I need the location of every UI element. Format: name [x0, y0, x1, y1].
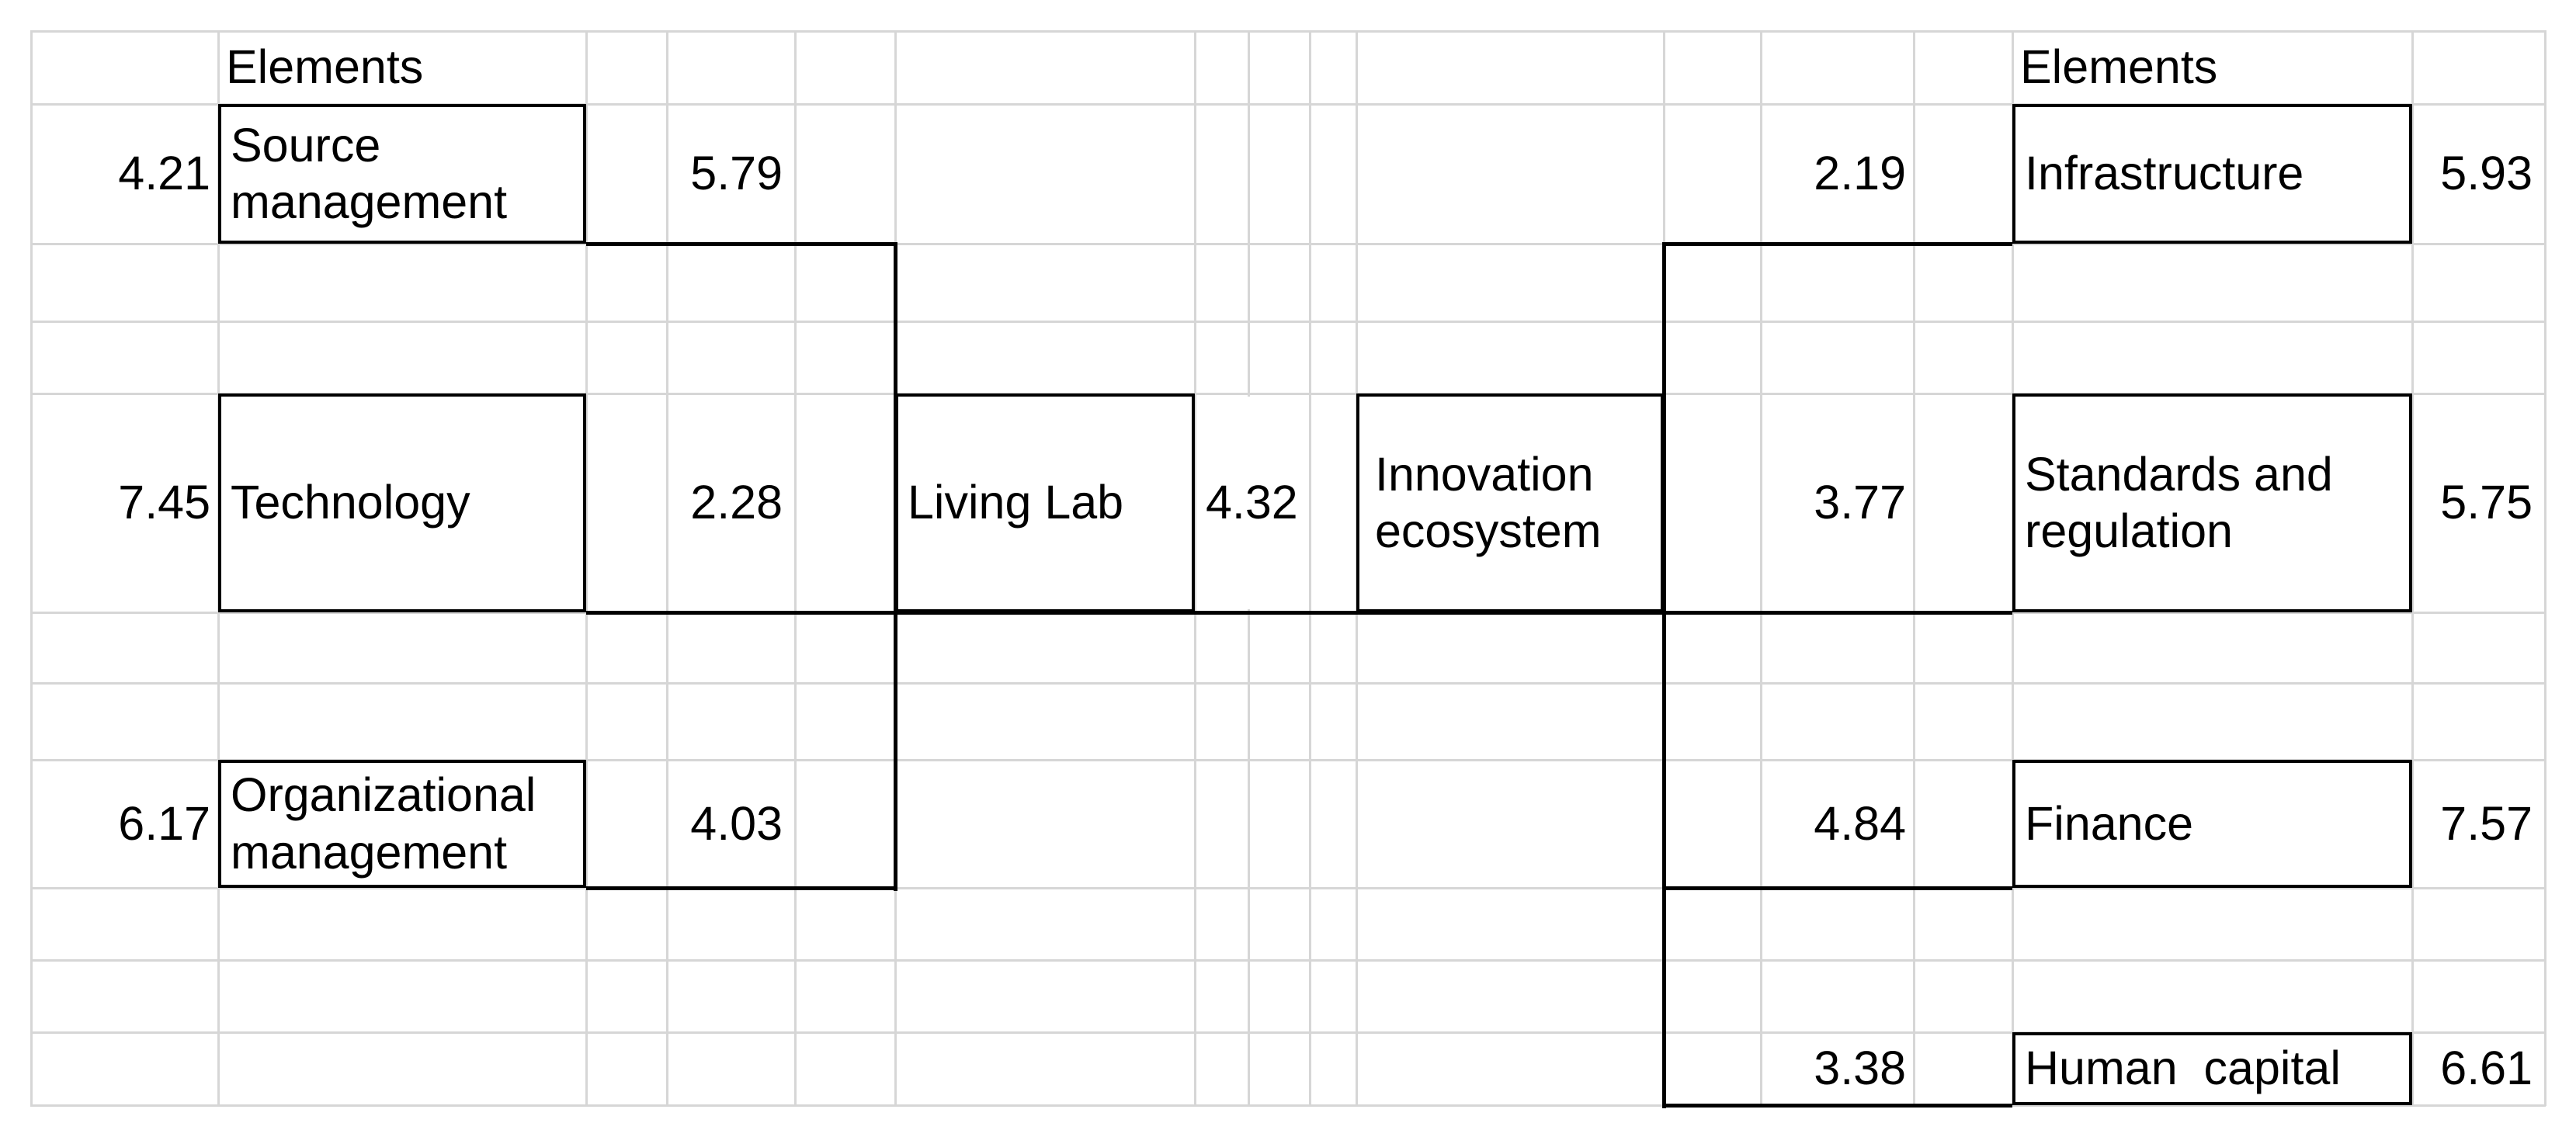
- gridline-horizontal: [30, 321, 2546, 323]
- box-innovation-ecosystem-label: Innovation ecosystem: [1375, 447, 1602, 557]
- box-organizational-management[interactable]: Organizational management: [218, 760, 586, 888]
- gridline-horizontal: [30, 1104, 2546, 1107]
- box-human-capital-label: Human capital: [2025, 1042, 2341, 1095]
- box-finance[interactable]: Finance: [2012, 760, 2412, 888]
- gridline-vertical: [1760, 30, 1762, 1106]
- gridline-vertical: [2411, 30, 2414, 1106]
- value-human-capital-right[interactable]: 6.61: [2440, 1042, 2533, 1095]
- box-infrastructure-label: Infrastructure: [2025, 147, 2304, 200]
- box-source-management-label: Source management: [231, 118, 508, 228]
- value-infrastructure-right[interactable]: 5.93: [2440, 147, 2533, 200]
- value-living-lab-right[interactable]: 4.32: [1198, 397, 1307, 609]
- box-standards-regulation-label: Standards and regulation: [2025, 447, 2333, 557]
- connector-line: [1664, 886, 2012, 890]
- value-human-capital-left[interactable]: 3.38: [1814, 1042, 1906, 1095]
- value-standards-left[interactable]: 3.77: [1814, 476, 1906, 529]
- gridline-horizontal: [30, 103, 2546, 106]
- value-source-right[interactable]: 5.79: [690, 147, 783, 200]
- value-standards-right[interactable]: 5.75: [2440, 476, 2533, 529]
- value-finance-right[interactable]: 7.57: [2440, 796, 2533, 850]
- box-innovation-ecosystem[interactable]: Innovation ecosystem: [1356, 393, 1664, 612]
- gridline-horizontal: [30, 682, 2546, 685]
- box-infrastructure[interactable]: Infrastructure: [2012, 104, 2412, 244]
- value-finance-left[interactable]: 4.84: [1814, 796, 1906, 850]
- gridline-vertical: [2544, 30, 2546, 1106]
- box-living-lab-label: Living Lab: [908, 476, 1124, 529]
- gridline-horizontal: [30, 393, 2546, 395]
- box-human-capital[interactable]: Human capital: [2012, 1032, 2412, 1105]
- gridline-vertical: [1194, 30, 1196, 1106]
- gridline-horizontal: [30, 887, 2546, 889]
- value-organizational-right[interactable]: 4.03: [690, 796, 783, 850]
- value-technology-right[interactable]: 2.28: [690, 476, 783, 529]
- gridline-horizontal: [30, 759, 2546, 761]
- connector-line: [586, 611, 2012, 615]
- gridline-vertical: [1309, 30, 1311, 1106]
- box-living-lab[interactable]: Living Lab: [895, 393, 1195, 612]
- box-source-management[interactable]: Source management: [218, 104, 586, 244]
- box-standards-regulation[interactable]: Standards and regulation: [2012, 393, 2412, 612]
- box-organizational-management-label: Organizational management: [231, 768, 536, 879]
- gridline-horizontal: [30, 1031, 2546, 1034]
- connector-line: [1664, 1104, 2012, 1108]
- value-infrastructure-left[interactable]: 2.19: [1814, 147, 1906, 200]
- connector-line: [1662, 242, 1666, 1108]
- connector-line: [586, 242, 897, 246]
- box-technology[interactable]: Technology: [218, 393, 586, 612]
- gridline-vertical: [585, 30, 588, 1106]
- gridline-horizontal: [30, 243, 2546, 245]
- box-finance-label: Finance: [2025, 796, 2194, 850]
- box-technology-label: Technology: [231, 476, 470, 529]
- value-technology-left[interactable]: 7.45: [118, 476, 210, 529]
- gridline-vertical: [30, 30, 33, 1106]
- connector-line: [1664, 242, 2012, 246]
- gridline-vertical: [794, 30, 797, 1106]
- gridline-vertical: [666, 30, 668, 1106]
- gridline-horizontal: [30, 959, 2546, 962]
- gridline-vertical: [1913, 30, 1915, 1106]
- value-source-left[interactable]: 4.21: [118, 147, 210, 200]
- connector-line: [586, 886, 897, 890]
- header-elements-left: Elements: [226, 40, 424, 94]
- value-organizational-left[interactable]: 6.17: [118, 796, 210, 850]
- gridline-horizontal: [30, 30, 2546, 33]
- header-elements-right: Elements: [2020, 40, 2218, 94]
